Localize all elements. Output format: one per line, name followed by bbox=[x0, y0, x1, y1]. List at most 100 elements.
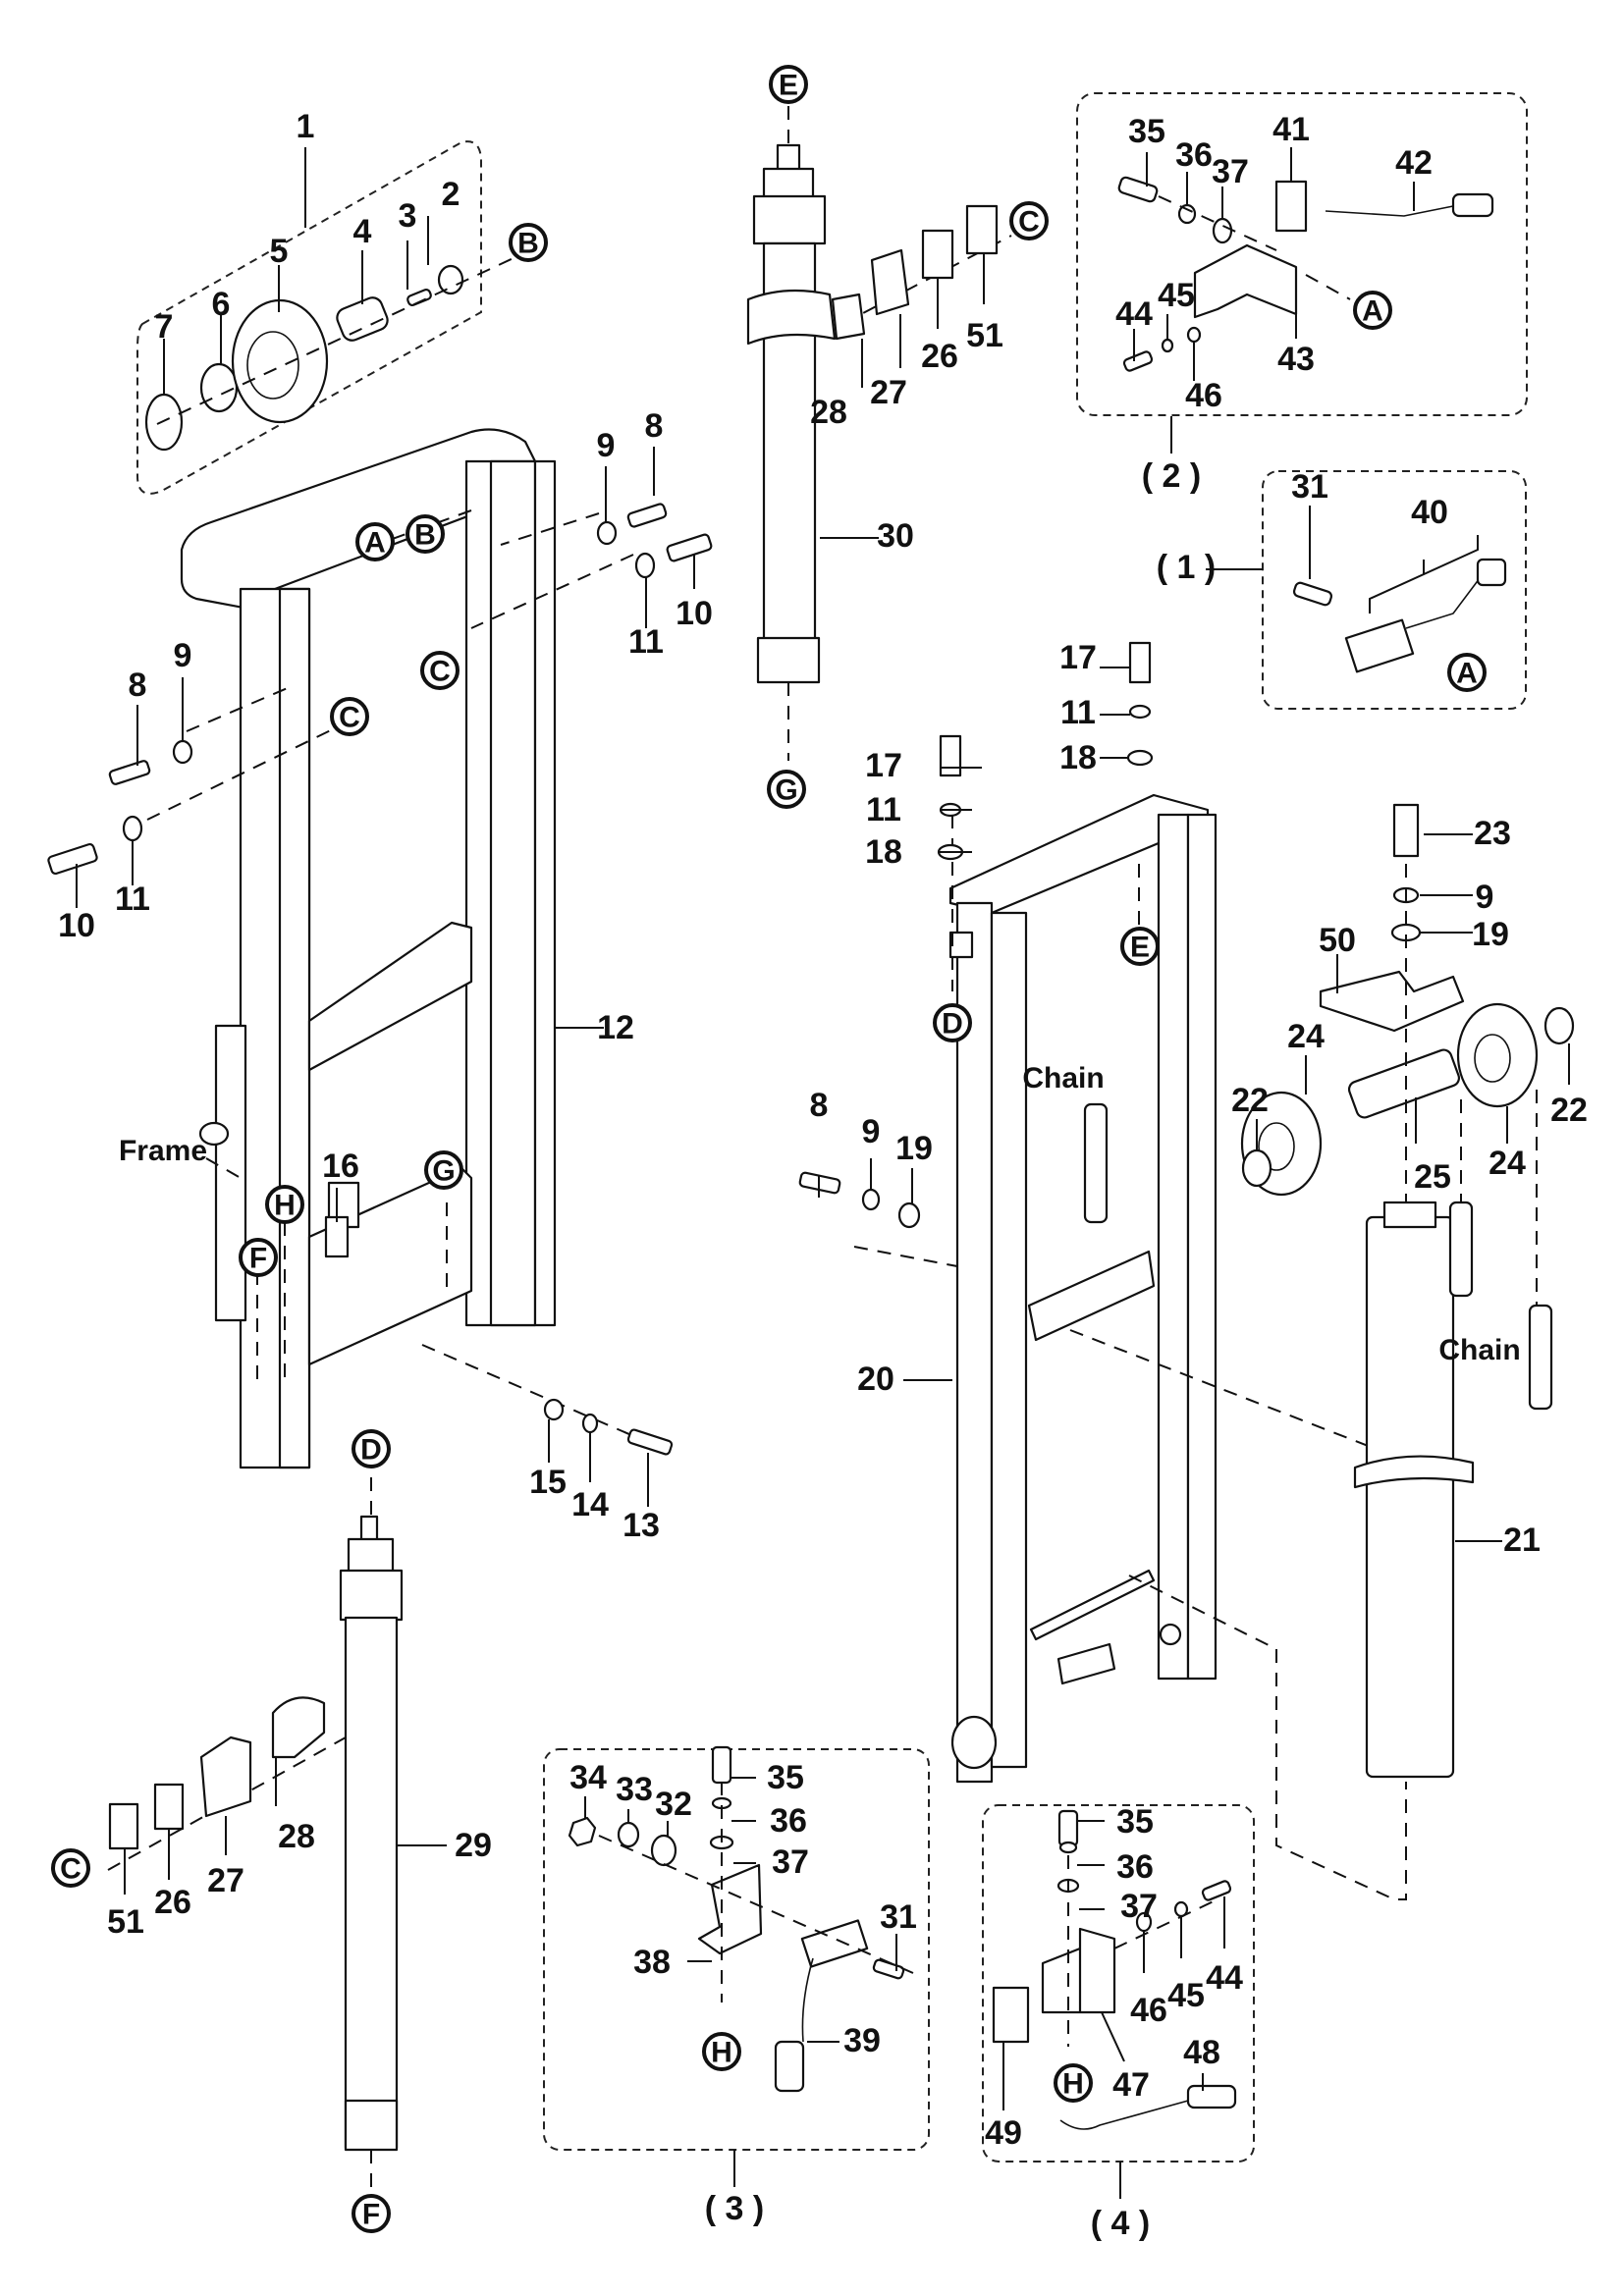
marker-a-box2: A bbox=[1353, 291, 1392, 330]
assembly-label-1: ( 1 ) bbox=[1157, 549, 1216, 586]
washer-36-a4 bbox=[1058, 1841, 1078, 1854]
callout-27: 27 bbox=[870, 374, 907, 411]
marker-e-top: E bbox=[769, 65, 808, 104]
marker-h-box4: H bbox=[1054, 2063, 1093, 2103]
marker-a-mast: A bbox=[355, 522, 395, 561]
washer-32 bbox=[650, 1834, 677, 1867]
callout-18: 18 bbox=[1059, 739, 1097, 776]
callout-1: 1 bbox=[297, 108, 315, 145]
bolt-17-right bbox=[1128, 641, 1152, 684]
svg-text:D: D bbox=[942, 1008, 963, 1041]
callout-14: 14 bbox=[571, 1486, 609, 1523]
callout-37: 37 bbox=[1120, 1888, 1158, 1925]
callout-19: 19 bbox=[895, 1130, 933, 1167]
callout-9: 9 bbox=[174, 637, 192, 674]
callout-26: 26 bbox=[154, 1884, 191, 1921]
callout-29: 29 bbox=[455, 1827, 492, 1864]
cylinder-30 bbox=[746, 143, 879, 684]
svg-text:H: H bbox=[274, 1190, 296, 1222]
svg-text:H: H bbox=[1062, 2068, 1084, 2101]
assembly-label-2: ( 2 ) bbox=[1142, 457, 1201, 495]
marker-f-bottom: F bbox=[352, 2194, 391, 2233]
marker-e-mast: E bbox=[1120, 927, 1160, 966]
switch-49 bbox=[992, 1986, 1030, 2044]
eccentric-4 bbox=[336, 296, 389, 342]
callout-46: 46 bbox=[1185, 377, 1222, 414]
callout-39: 39 bbox=[843, 2022, 881, 2059]
washer-9-upper bbox=[596, 520, 618, 546]
callout-11: 11 bbox=[628, 623, 664, 661]
washer-37-a2 bbox=[1212, 217, 1233, 244]
bolt-35-a3 bbox=[711, 1745, 732, 1785]
marker-g-frame: G bbox=[424, 1150, 463, 1190]
nut-34 bbox=[568, 1816, 597, 1847]
washer-11-right bbox=[1128, 704, 1152, 720]
callout-36: 36 bbox=[1116, 1848, 1154, 1886]
assembly-box-1-sub bbox=[1206, 470, 1527, 710]
callout-35: 35 bbox=[1116, 1803, 1154, 1841]
svg-text:E: E bbox=[779, 70, 798, 102]
callout-8: 8 bbox=[129, 667, 147, 704]
svg-text:F: F bbox=[249, 1243, 267, 1275]
bracket-43 bbox=[1193, 243, 1298, 319]
callout-36: 36 bbox=[1175, 136, 1213, 174]
callout-15: 15 bbox=[529, 1464, 567, 1501]
callout-35: 35 bbox=[1128, 113, 1165, 150]
assembly-box-4 bbox=[982, 1804, 1255, 2199]
bolt-10-upper bbox=[666, 533, 713, 562]
bracket-47 bbox=[1041, 1927, 1116, 2014]
cap-6 bbox=[199, 362, 239, 413]
callouts: 1 2 3 4 5 6 7 8 9 10 11 8 9 10 11 12 13 … bbox=[58, 108, 1588, 2152]
callout-48: 48 bbox=[1183, 2034, 1220, 2071]
svg-text:C: C bbox=[1018, 206, 1040, 239]
callout-37: 37 bbox=[772, 1843, 809, 1881]
plate-26-top bbox=[921, 229, 954, 280]
callout-20: 20 bbox=[857, 1361, 894, 1398]
washer-11-upper bbox=[634, 552, 656, 579]
callout-17: 17 bbox=[865, 747, 902, 784]
chain-link-mid bbox=[1448, 1201, 1474, 1298]
callout-6: 6 bbox=[212, 286, 231, 323]
callout-12: 12 bbox=[597, 1009, 634, 1046]
callout-44: 44 bbox=[1206, 1959, 1243, 1997]
callout-19: 19 bbox=[1472, 916, 1509, 953]
callout-41: 41 bbox=[1272, 111, 1310, 148]
callout-17: 17 bbox=[1059, 639, 1097, 676]
washer-9-right bbox=[861, 1188, 881, 1211]
svg-text:A: A bbox=[364, 527, 386, 560]
chain-label-lower: Chain bbox=[1438, 1334, 1520, 1366]
callout-11: 11 bbox=[115, 881, 150, 918]
callout-9: 9 bbox=[1476, 879, 1494, 916]
callout-40: 40 bbox=[1411, 494, 1448, 531]
callout-28: 28 bbox=[810, 394, 847, 431]
screw-44 bbox=[1122, 350, 1154, 372]
washer-45 bbox=[1161, 338, 1174, 353]
svg-text:A: A bbox=[1456, 658, 1478, 690]
callout-11: 11 bbox=[866, 791, 901, 828]
svg-text:D: D bbox=[360, 1434, 382, 1467]
callout-43: 43 bbox=[1277, 341, 1315, 378]
screw-44-a4 bbox=[1201, 1880, 1232, 1901]
callout-31: 31 bbox=[1291, 468, 1328, 506]
callout-31: 31 bbox=[880, 1898, 917, 1936]
callout-35: 35 bbox=[767, 1759, 804, 1796]
callout-9: 9 bbox=[597, 427, 616, 464]
svg-text:C: C bbox=[60, 1853, 81, 1886]
cylinder-29 bbox=[339, 1515, 447, 2152]
svg-text:B: B bbox=[414, 519, 436, 552]
cylinder-21 bbox=[1353, 1201, 1502, 1779]
svg-text:A: A bbox=[1362, 295, 1383, 328]
svg-text:E: E bbox=[1130, 932, 1150, 964]
sensor-39 bbox=[774, 1919, 869, 2093]
harness-42 bbox=[1325, 192, 1494, 218]
chain-link-upper bbox=[1083, 1102, 1109, 1224]
snap-ring-22-right bbox=[1543, 1006, 1575, 1045]
callout-24: 24 bbox=[1489, 1145, 1526, 1182]
plate-26-bottom bbox=[153, 1783, 185, 1831]
plate-51-bottom bbox=[108, 1802, 139, 1850]
callout-23: 23 bbox=[1474, 815, 1511, 852]
callout-16: 16 bbox=[322, 1148, 359, 1185]
callout-45: 45 bbox=[1167, 1977, 1205, 2014]
callout-10: 10 bbox=[676, 595, 713, 632]
bracket-27-bottom bbox=[199, 1735, 252, 1818]
